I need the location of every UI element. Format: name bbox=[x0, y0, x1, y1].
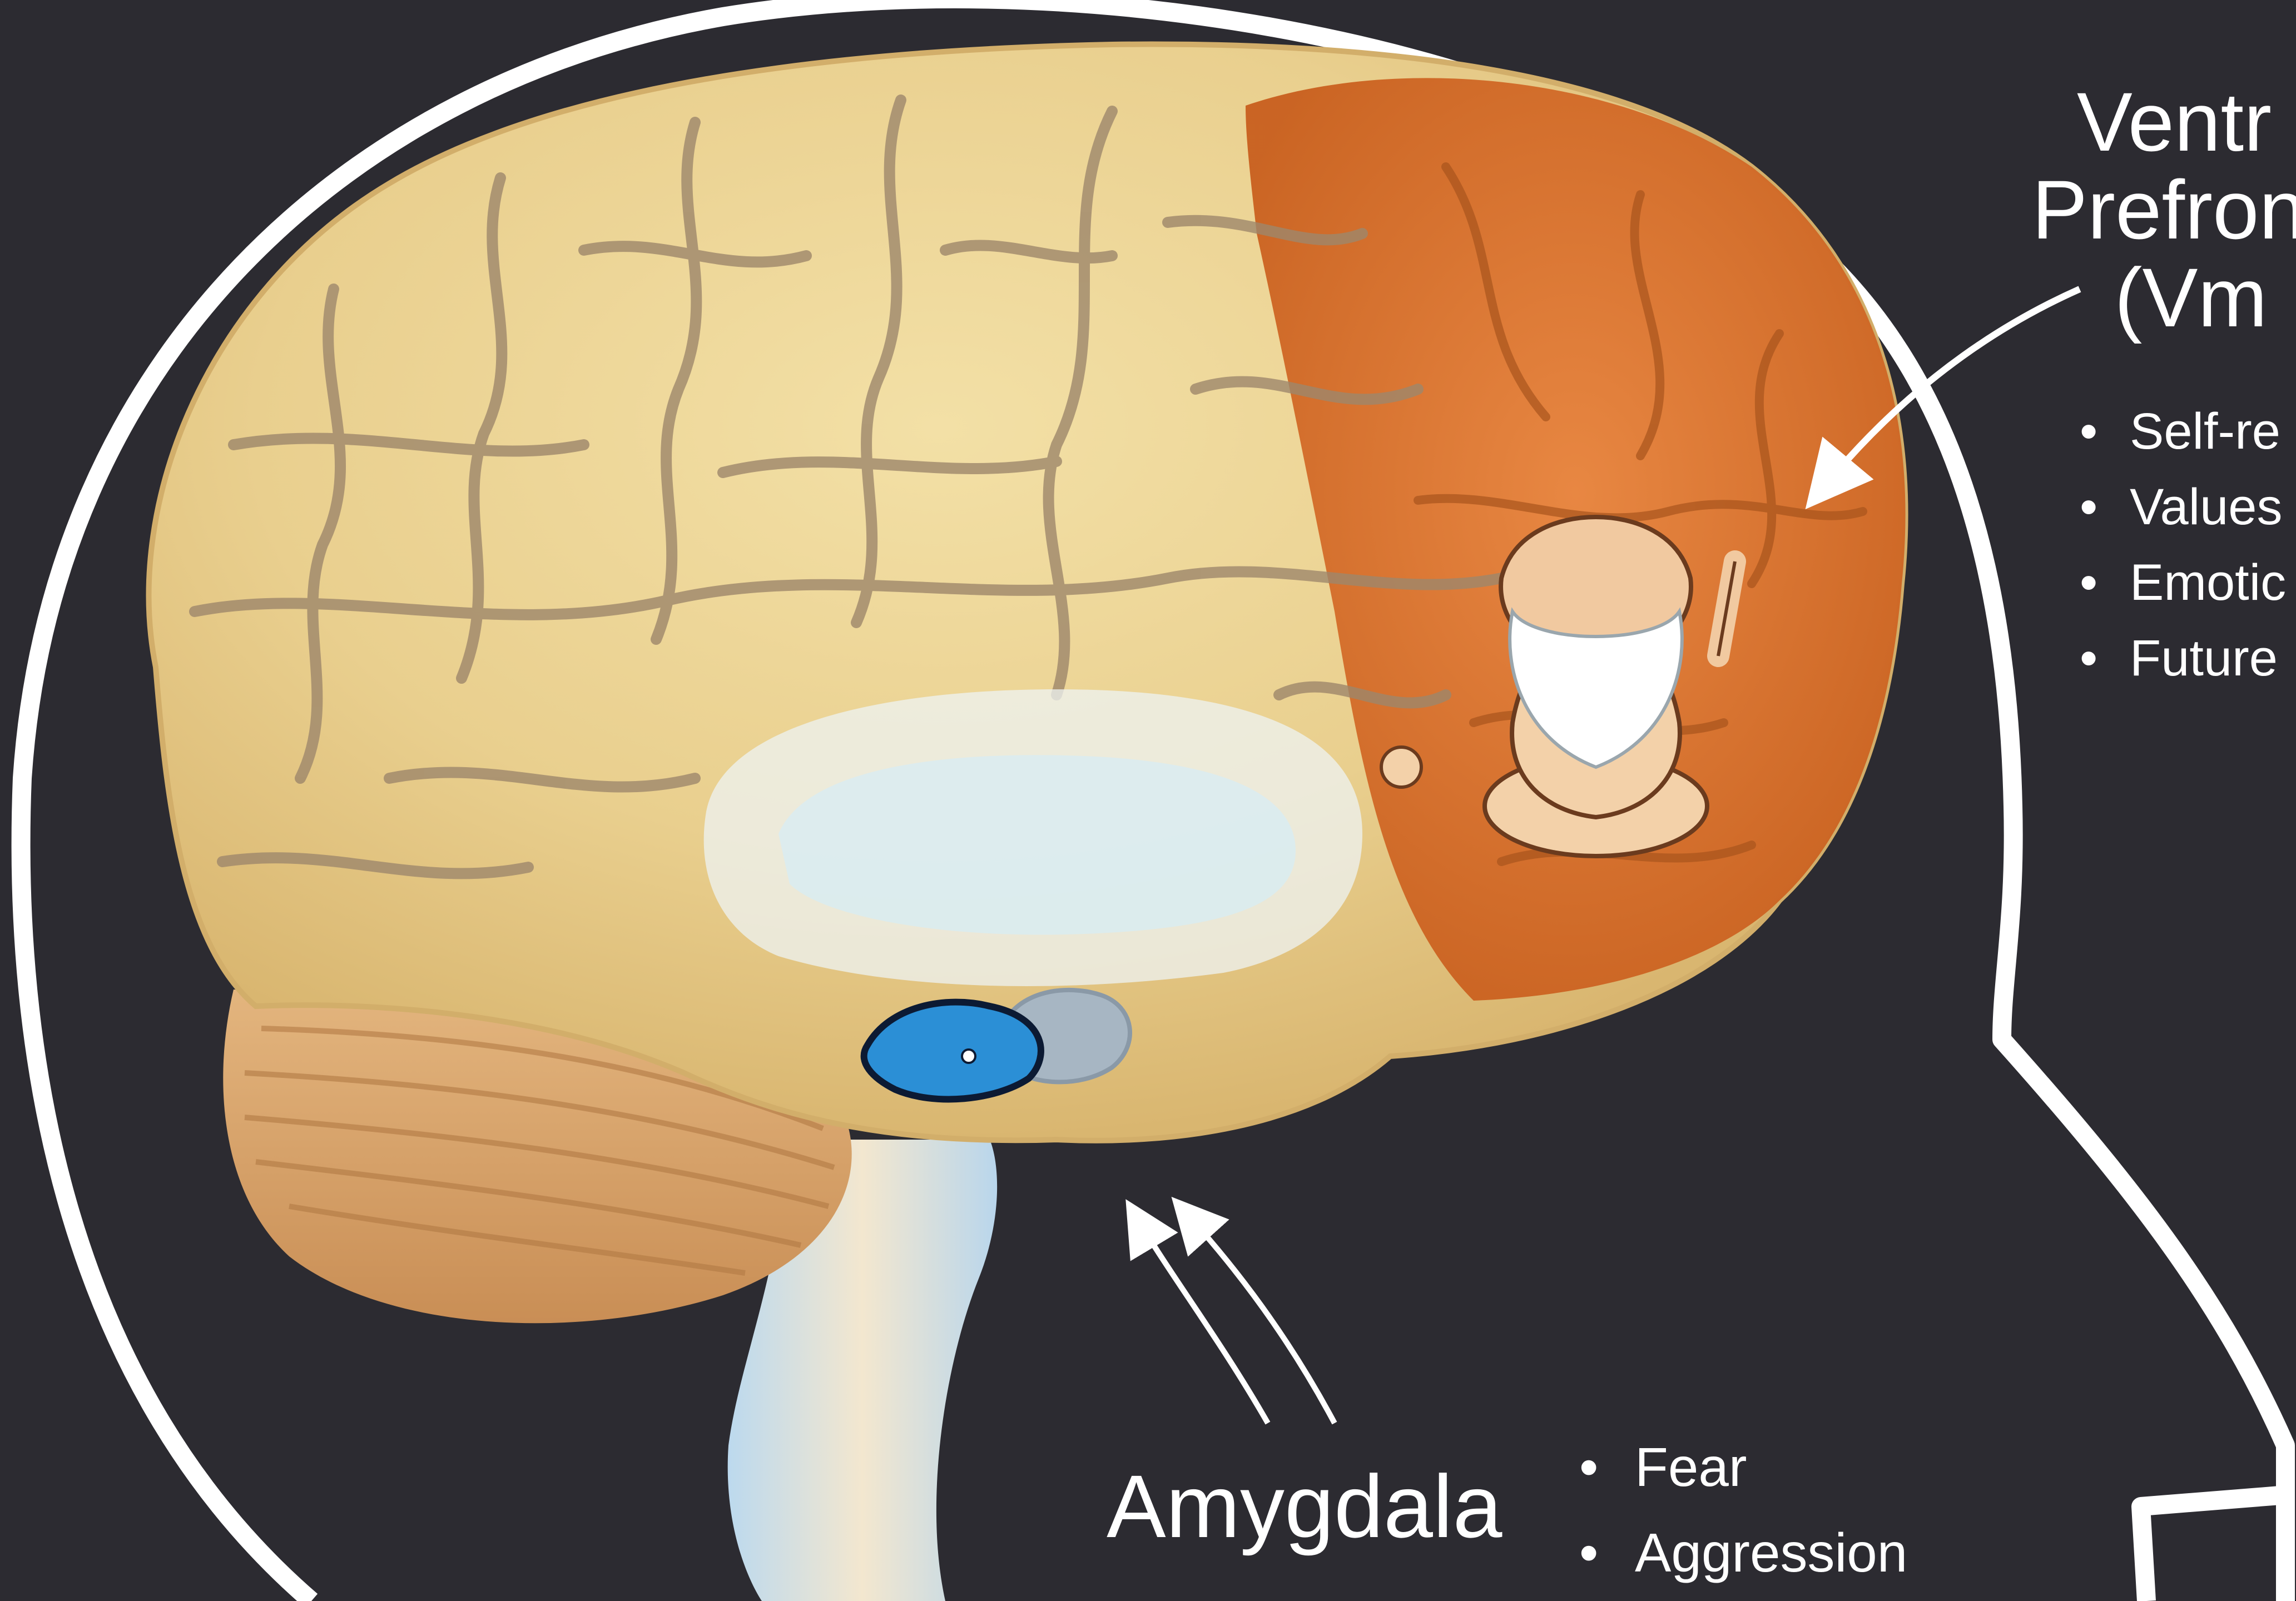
ventricle bbox=[778, 755, 1296, 934]
amygdala-title: Amygdala bbox=[1107, 1462, 1502, 1551]
vmpfc-title-line-3: (Vm bbox=[2030, 253, 2296, 341]
amygdala-bullet: •Fear bbox=[1579, 1440, 1907, 1494]
vmpfc-bullet: •Future bbox=[2080, 633, 2286, 684]
amygdala-bullet: •Aggression bbox=[1579, 1525, 1907, 1580]
amygdala-arrow-1 bbox=[1140, 1223, 1268, 1423]
jaw-outline bbox=[2141, 1495, 2280, 1601]
amygdala-bullets: •Fear •Aggression bbox=[1579, 1440, 1907, 1580]
vmpfc-title-line-2: Prefron bbox=[1985, 166, 2296, 253]
vmpfc-bullets: •Self-re •Values •Emotic •Future bbox=[2080, 406, 2286, 684]
vmpfc-bullet: •Values bbox=[2080, 481, 2286, 533]
vmpfc-title: Ventr Prefron (Vm bbox=[1996, 78, 2296, 341]
vmpfc-title-line-1: Ventr bbox=[1996, 78, 2296, 166]
vmpfc-bullet: •Self-re bbox=[2080, 406, 2286, 457]
vmpfc-bullet: •Emotic bbox=[2080, 557, 2286, 608]
amygdala-arrow-2 bbox=[1190, 1217, 1335, 1423]
